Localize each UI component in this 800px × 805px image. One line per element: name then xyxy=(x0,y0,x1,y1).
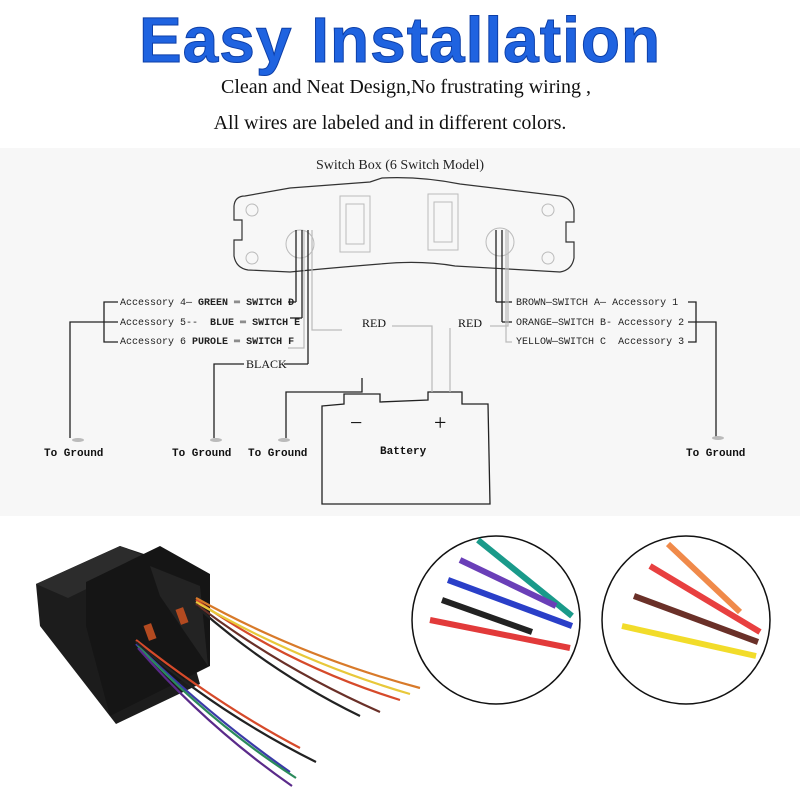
switch-label: SWITCH F xyxy=(246,337,295,348)
subtitle-line-2: All wires are labeled and in different c… xyxy=(213,112,567,134)
left-wire-row-2: Accessory 5-- BLUE ═ SWITCH E xyxy=(120,318,301,329)
wiring-lines xyxy=(69,177,724,505)
switch-label: SWITCH E xyxy=(252,318,301,329)
battery-minus-icon: − xyxy=(350,410,363,435)
left-wire-row-1: Accessory 4— GREEN ═ SWITCH D xyxy=(120,298,295,309)
ground-label-4: To Ground xyxy=(686,448,746,460)
page-title: Easy Installation xyxy=(138,4,662,77)
switch-label: SWITCH C xyxy=(558,337,607,348)
ground-label-1: To Ground xyxy=(44,448,104,460)
wire-color-label: PUROLE xyxy=(192,337,229,348)
ground-label-3: To Ground xyxy=(248,448,308,460)
subtitle-line-1: Clean and Neat Design,No frustrating wir… xyxy=(221,76,591,98)
wire-color-label: YELLOW xyxy=(516,337,553,348)
wire-color-label: BROWN xyxy=(516,298,547,309)
accessory-label: Accessory 6 xyxy=(120,337,187,348)
red-wire-label-right: RED xyxy=(458,316,482,330)
wire-closeup-right xyxy=(601,535,771,705)
wiring-diagram: Switch Box (6 Switch Model) xyxy=(0,148,800,516)
right-wire-row-3: YELLOW—SWITCH C Accessory 3 xyxy=(516,337,685,348)
switch-label: SWITCH A xyxy=(552,298,601,309)
ground-label-2: To Ground xyxy=(172,448,232,460)
wire-harness-lower xyxy=(135,639,317,787)
ground-symbols xyxy=(72,436,724,442)
wire-color-label: BLUE xyxy=(210,318,235,329)
wire-closeup-left xyxy=(411,535,581,705)
product-photos xyxy=(0,516,800,800)
right-wire-row-2: ORANGE—SWITCH B- Accessory 2 xyxy=(516,318,685,329)
switch-box-details xyxy=(245,193,555,265)
wire-color-label: GREEN xyxy=(198,298,229,309)
accessory-label: Accessory 1 xyxy=(612,298,679,309)
right-wire-row-1: BROWN—SWITCH A— Accessory 1 xyxy=(516,298,679,309)
red-wire-label-left: RED xyxy=(362,316,386,330)
accessory-label: Accessory 2 xyxy=(618,318,685,329)
switch-box-photo xyxy=(36,546,210,724)
diagram-title: Switch Box (6 Switch Model) xyxy=(316,158,484,173)
accessory-label: Accessory 3 xyxy=(618,337,685,348)
wire-color-label: ORANGE xyxy=(516,318,553,329)
switch-label: SWITCH D xyxy=(246,298,295,309)
battery-label: Battery xyxy=(380,446,427,458)
switch-box-outline xyxy=(233,177,575,273)
battery-plus-icon: + xyxy=(434,410,447,435)
wire-harness-upper xyxy=(195,597,421,717)
red-wires xyxy=(288,230,512,392)
left-wire-row-3: Accessory 6 PUROLE ═ SWITCH F xyxy=(120,337,295,348)
accessory-label: Accessory 4 xyxy=(120,298,187,309)
black-wire-label: BLACK xyxy=(246,357,287,371)
product-illustration xyxy=(36,535,771,787)
switch-label: SWITCH B xyxy=(558,318,607,329)
accessory-label: Accessory 5 xyxy=(120,318,187,329)
